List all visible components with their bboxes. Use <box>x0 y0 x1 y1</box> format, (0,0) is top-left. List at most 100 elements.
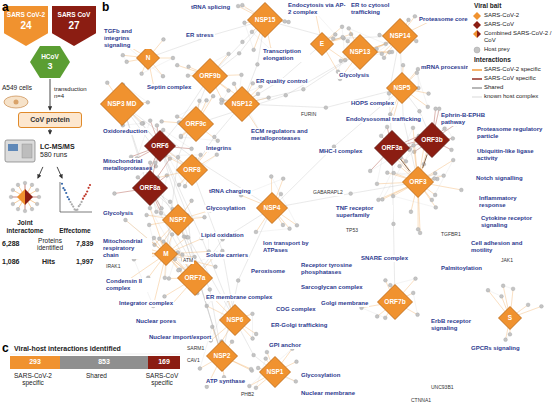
host-prey-dot <box>426 105 430 109</box>
icon-half-diamond <box>25 189 33 205</box>
cell-drawing <box>4 96 28 108</box>
plot-point <box>78 205 80 207</box>
viral-bait-diamond: NSP3 MD <box>100 82 144 126</box>
count-number: 1,086 <box>2 258 20 266</box>
pathway-label: ER stress <box>185 32 215 39</box>
gene-label: PHB2 <box>240 392 255 398</box>
legend-line-sample <box>472 78 482 79</box>
viral-bait-diamond: M <box>154 242 178 266</box>
viral-bait-diamond: ORF8a <box>132 170 168 206</box>
badge-shape <box>52 6 96 46</box>
bait-count: 3 <box>47 61 52 71</box>
plot-point <box>89 184 91 186</box>
host-prey-dot <box>249 367 253 371</box>
host-prey-dot <box>430 198 434 202</box>
interaction-line <box>362 308 386 318</box>
viral-bait-diamond: ORF3 <box>402 166 434 198</box>
panel-letter: a <box>2 1 9 15</box>
diamond-shape <box>415 123 450 158</box>
viral-bait-diamond: ORF3a <box>374 130 410 166</box>
host-prey-dot <box>295 360 299 364</box>
viral-bait-diamond: ORF8 <box>176 154 208 186</box>
host-prey-dot <box>418 231 422 235</box>
pathway-label: Notch signalling <box>475 175 524 182</box>
host-prey-dot <box>368 169 372 173</box>
bait-label: NSP13 <box>350 48 371 55</box>
count-value: 853 <box>98 358 110 366</box>
pathway-label: SNARE complex <box>360 255 409 262</box>
host-prey-dot <box>416 313 420 317</box>
icon-dot <box>30 207 34 211</box>
host-prey-dot <box>301 87 305 91</box>
host-prey-dot <box>459 188 463 192</box>
host-prey-dot <box>416 227 420 231</box>
pathway-label: Glycosylation <box>205 205 246 212</box>
bait-label: ORF7a <box>185 274 206 281</box>
host-prey-dot <box>176 268 180 272</box>
plot-point <box>81 201 83 203</box>
plot-point <box>82 198 84 200</box>
pathway-label: TNF receptor superfamily <box>335 205 393 219</box>
host-prey-dot <box>264 357 268 361</box>
host-prey-dot <box>163 276 167 280</box>
pathway-label: Peroxisome <box>250 268 286 275</box>
pathway-label: Ephrin-B-EPHB pathway <box>440 112 498 126</box>
host-prey-dot <box>105 81 109 85</box>
count-bar-segment: 853 <box>60 356 148 369</box>
pathway-label: tRNA charging <box>208 188 252 195</box>
mass-spec-instrument: LC-MS/MS580 runs <box>4 136 96 166</box>
host-prey-dot <box>388 283 392 287</box>
host-prey-dot <box>124 218 128 222</box>
pathway-label: COG complex <box>275 306 317 313</box>
annotation: Proteins identified <box>26 237 74 252</box>
host-prey-dot <box>340 25 344 29</box>
connector <box>57 167 62 178</box>
host-prey-dot <box>295 223 299 227</box>
legend-sample <box>472 75 482 83</box>
diamond-shape <box>375 131 410 166</box>
host-prey-dot <box>500 294 504 298</box>
host-prey-dot <box>407 18 411 22</box>
legend-heading: Viral bait <box>474 2 501 9</box>
icon-drawing <box>52 180 98 216</box>
annotation: Shared <box>86 372 107 379</box>
host-prey-dot <box>168 200 172 204</box>
count-number: Hits <box>42 258 55 266</box>
host-prey-dot <box>385 125 389 129</box>
host-prey-dot <box>171 56 175 60</box>
count-bar-segment: 169 <box>148 356 180 369</box>
bait-label: S <box>508 314 512 321</box>
viral-bait-diamond: NSP6 <box>219 304 251 336</box>
icon-dot <box>35 202 39 206</box>
legend-sample <box>472 46 482 54</box>
bar-baseline <box>10 354 180 355</box>
pathway-label: Receptor tyrosine phosphatases <box>300 262 360 276</box>
legend-sample <box>472 12 482 20</box>
plot-axes <box>60 182 92 212</box>
host-prey-dot <box>216 139 220 143</box>
bait-label: ORF3a <box>382 144 403 151</box>
viral-bait-diamond: ORF9b <box>192 58 228 94</box>
host-prey-dot <box>415 71 419 75</box>
icon-caption: Effectome <box>59 227 90 234</box>
host-prey-dot <box>148 161 152 165</box>
host-prey-dot <box>526 303 530 307</box>
host-prey-dot <box>140 72 144 76</box>
pathway-label: Integrator complex <box>118 300 174 307</box>
host-prey-dot <box>147 223 151 227</box>
viral-bait-diamond: ORF9c <box>178 106 214 142</box>
viral-bait-diamond: ORF6 <box>144 130 176 162</box>
viral-bait-diamond: NSP2 <box>206 340 238 372</box>
viral-bait-diamond: ORF7b <box>377 284 413 320</box>
gene-label: TP53 <box>345 228 359 234</box>
viral-bait-diamond: E <box>310 32 334 56</box>
diamond-shape <box>499 307 522 330</box>
gene-label: CAV1 <box>186 358 201 364</box>
diamond-shape <box>179 107 214 142</box>
badge-shape <box>4 6 48 46</box>
count-number: 7,839 <box>76 240 94 248</box>
viral-bait-diamond: S <box>498 306 522 330</box>
pathway-label: Solute carriers <box>205 252 249 259</box>
viral-bait-diamond: N <box>136 46 160 70</box>
pathway-label: HOPS complex <box>350 100 395 107</box>
